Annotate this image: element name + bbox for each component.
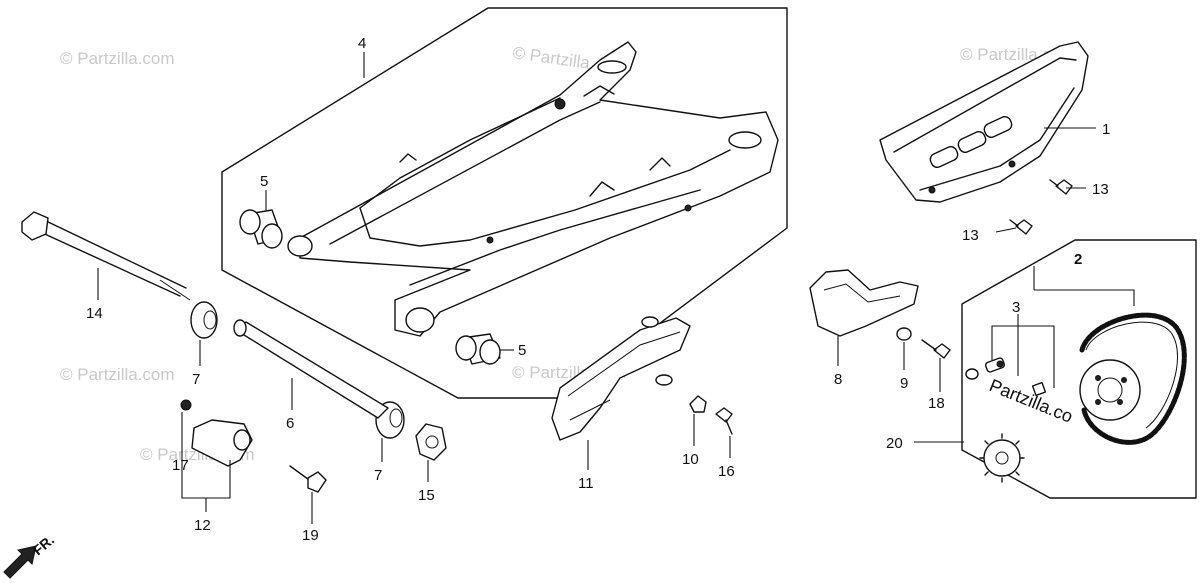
bolt-13-lower bbox=[1009, 219, 1033, 235]
callout-2: 2 bbox=[1074, 251, 1082, 268]
callout-9: 9 bbox=[900, 375, 908, 392]
master-link bbox=[965, 357, 1047, 397]
chain-kit-box bbox=[961, 239, 1197, 499]
callout-19: 19 bbox=[302, 527, 319, 544]
callout-3: 3 bbox=[1012, 299, 1020, 316]
front-direction-arrow: FR. bbox=[3, 532, 57, 579]
bolt-19 bbox=[289, 465, 327, 493]
callout-15: 15 bbox=[418, 487, 435, 504]
callout-labels: 4 5 5 14 7 6 7 15 17 12 19 11 10 16 1 13… bbox=[86, 35, 1110, 544]
callout-7-left: 7 bbox=[192, 371, 200, 388]
bushing-lower bbox=[455, 333, 501, 365]
pivot-pipe bbox=[233, 319, 389, 419]
drive-chain bbox=[1079, 312, 1187, 445]
callout-12: 12 bbox=[194, 517, 211, 534]
screw-16 bbox=[715, 407, 733, 435]
chain-slider bbox=[551, 316, 691, 441]
callout-16: 16 bbox=[718, 463, 735, 480]
callout-13-lower: 13 bbox=[962, 227, 979, 244]
callout-7-right: 7 bbox=[374, 467, 382, 484]
collar-left bbox=[190, 301, 218, 339]
callout-10: 10 bbox=[682, 451, 699, 468]
bolt-13-upper bbox=[1049, 179, 1073, 195]
callout-5-upper: 5 bbox=[260, 173, 268, 190]
washer-9 bbox=[896, 327, 912, 341]
chain-case bbox=[879, 41, 1089, 203]
watermark-7: Partzilla.co bbox=[987, 375, 1076, 427]
callout-5-lower: 5 bbox=[518, 342, 526, 359]
pivot-nut bbox=[415, 423, 447, 461]
callout-14: 14 bbox=[86, 305, 103, 322]
callout-13-upper: 13 bbox=[1092, 181, 1109, 198]
callout-18: 18 bbox=[928, 395, 945, 412]
callout-6: 6 bbox=[286, 415, 294, 432]
leader-lines bbox=[97, 52, 1135, 524]
bushing-upper bbox=[239, 209, 283, 249]
watermark-4: © Partzilla.com bbox=[60, 365, 175, 384]
pivot-bolt bbox=[21, 211, 191, 301]
chain-guide bbox=[809, 269, 919, 337]
callout-1: 1 bbox=[1102, 121, 1110, 138]
bolt-18 bbox=[921, 339, 951, 359]
drive-sprocket bbox=[979, 433, 1025, 483]
callout-4: 4 bbox=[358, 35, 366, 52]
swingarm-part bbox=[287, 41, 779, 337]
watermark-1: © Partzilla.com bbox=[60, 49, 175, 68]
callout-8: 8 bbox=[834, 371, 842, 388]
callout-17: 17 bbox=[172, 457, 189, 474]
callout-20: 20 bbox=[886, 435, 903, 452]
callout-11: 11 bbox=[578, 475, 594, 492]
driven-sprocket bbox=[1079, 359, 1141, 421]
collar-10 bbox=[689, 395, 707, 413]
swingarm-assembly-box bbox=[221, 7, 788, 399]
adjuster-plate bbox=[180, 399, 253, 467]
